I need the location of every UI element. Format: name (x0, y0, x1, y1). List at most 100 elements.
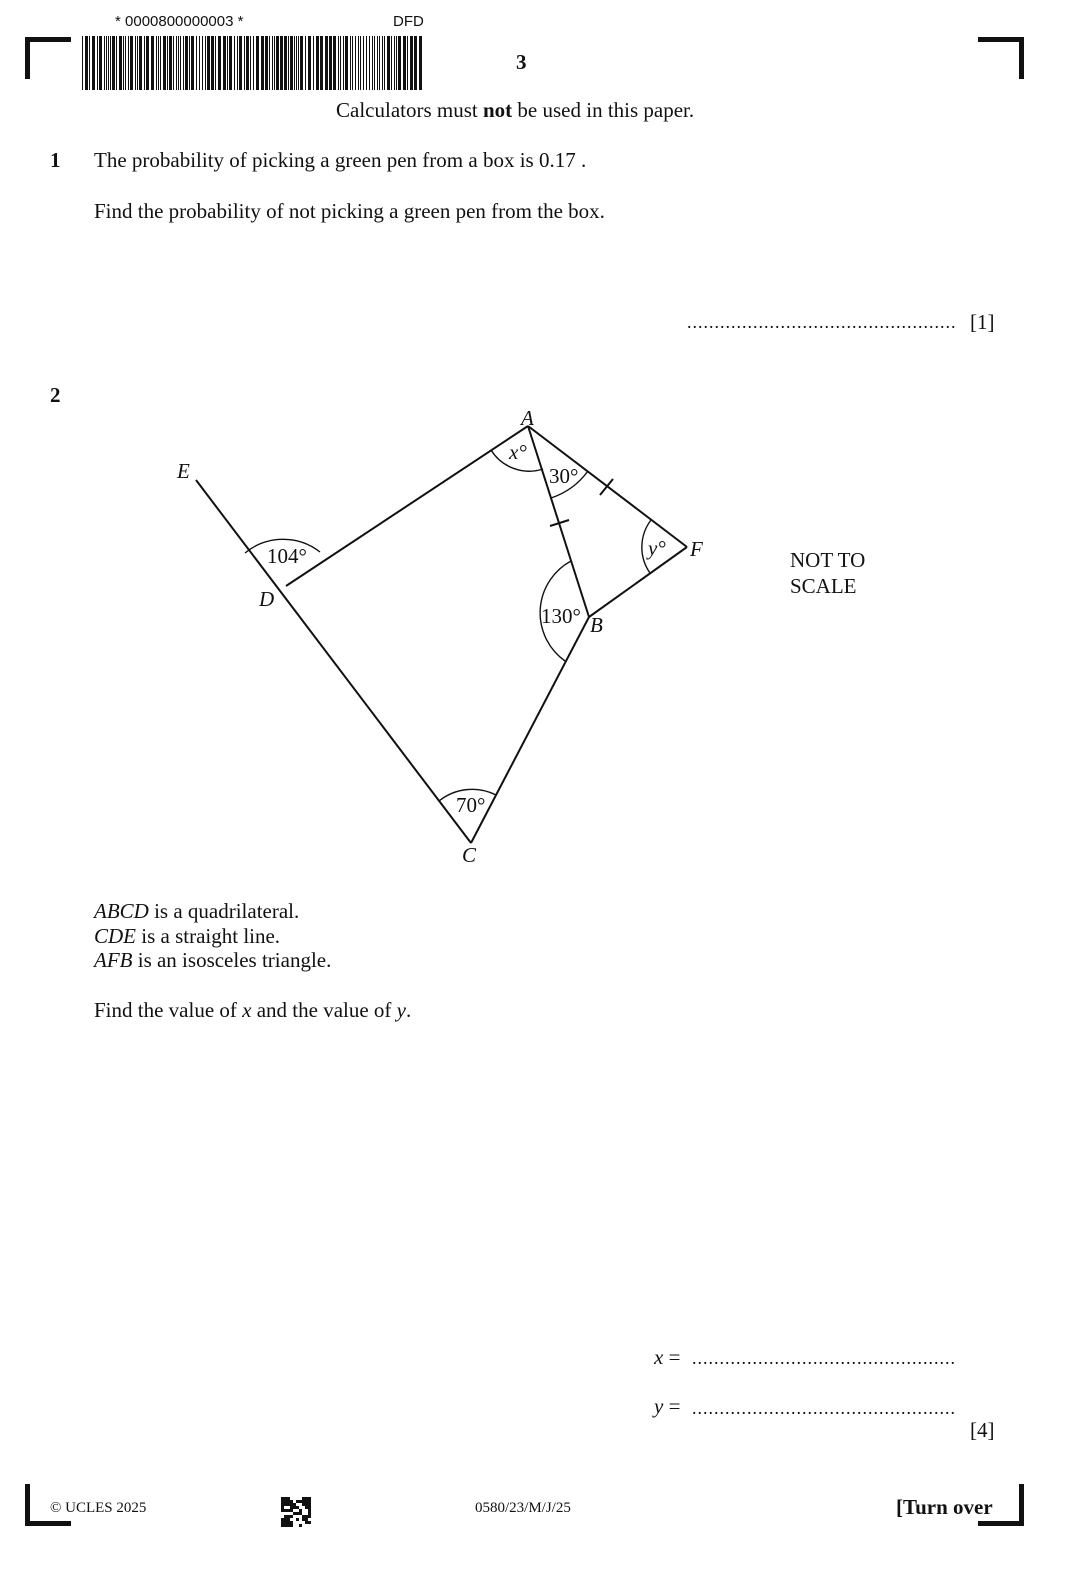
qr-cell (308, 1521, 311, 1524)
qr-cell (290, 1509, 293, 1512)
answer-y-equals: = (663, 1394, 681, 1418)
answer-y-line[interactable]: ........................................… (692, 1398, 956, 1418)
qr-cell (287, 1521, 290, 1524)
barcode-bar (196, 36, 197, 90)
answer-y-var: y (654, 1394, 664, 1418)
line-ab (527, 425, 590, 618)
barcode-bar (343, 36, 344, 90)
barcode-bar (108, 36, 109, 90)
qr-cell (284, 1497, 287, 1500)
copyright: © UCLES 2025 (50, 1500, 147, 1516)
qr-cell (290, 1506, 293, 1509)
barcode-bar (274, 36, 275, 90)
barcode-bar (338, 36, 339, 90)
qr-cell (308, 1506, 311, 1509)
barcode-bar (387, 36, 390, 90)
fact-1-name: ABCD (94, 899, 149, 923)
barcode-bar (92, 36, 95, 90)
label-angle-104: 104° (267, 544, 307, 568)
arc-angle-30 (550, 470, 589, 499)
arc-angle-130 (539, 560, 572, 662)
qr-cell (281, 1503, 284, 1506)
crop-mark-top-right-v (1019, 37, 1024, 79)
qr-cell (305, 1497, 308, 1500)
barcode-bar (167, 36, 168, 90)
barcode-bar (246, 36, 249, 90)
barcode-bar (280, 36, 283, 90)
qr-cell (302, 1518, 305, 1521)
answer-x-equals: = (663, 1345, 681, 1369)
barcode-bar (123, 36, 124, 90)
label-point-a: A (519, 406, 534, 430)
barcode-bar (227, 36, 228, 90)
qr-cell (287, 1503, 290, 1506)
barcode-bar (176, 36, 177, 90)
not-to-scale-line1: NOT TO (790, 548, 866, 572)
arc-angle-70 (438, 788, 497, 802)
barcode-bar (211, 36, 214, 90)
arc-angle-x (490, 449, 544, 472)
qr-cell (281, 1500, 284, 1503)
barcode-bar (384, 36, 385, 90)
label-point-e: E (176, 459, 190, 483)
fact-3-text: is an isosceles triangle. (132, 948, 332, 972)
qr-cell (281, 1518, 284, 1521)
barcode-bar (199, 36, 200, 90)
crop-mark-bottom-left-h (25, 1521, 71, 1526)
qr-cell (308, 1509, 311, 1512)
barcode-bar (352, 36, 353, 90)
tick-af (599, 478, 614, 496)
answer-x-line[interactable]: ........................................… (692, 1348, 956, 1368)
line-ce (195, 479, 472, 844)
not-to-scale-line2: SCALE (790, 574, 857, 598)
qr-cell (284, 1500, 287, 1503)
label-angle-x: x° (508, 440, 527, 464)
qr-cell (281, 1509, 284, 1512)
barcode-bar (396, 36, 397, 90)
answer-x-var: x (654, 1345, 664, 1369)
barcode-bar (239, 36, 242, 90)
label-point-f: F (689, 537, 703, 561)
qr-cell (293, 1503, 296, 1506)
barcode-bar (298, 36, 299, 90)
arc-angle-104 (244, 538, 321, 554)
barcode-bar (116, 36, 117, 90)
barcode-bar (391, 36, 392, 90)
calculator-instruction: Calculators must not be used in this pap… (336, 98, 694, 123)
label-angle-130: 130° (541, 604, 581, 628)
barcode-bar (151, 36, 154, 90)
barcode-bar (276, 36, 279, 90)
task-y: y (396, 998, 406, 1022)
candidate-code: * 0000800000003 * (115, 13, 244, 30)
barcode-bar (340, 36, 341, 90)
crop-mark-bottom-right-h (978, 1521, 1024, 1526)
q2-number: 2 (50, 383, 61, 407)
task-suffix: . (406, 998, 412, 1022)
barcode-bar (137, 36, 138, 90)
task-x: x (242, 998, 252, 1022)
qr-cell (287, 1518, 290, 1521)
barcode-bar (185, 36, 188, 90)
barcode-bar (173, 36, 174, 90)
q2-task: Find the value of x and the value of y. (94, 998, 411, 1023)
q2-fact-3: AFB is an isosceles triangle. (94, 948, 331, 973)
qr-cell (305, 1515, 308, 1518)
q1-answer-line[interactable]: ........................................… (687, 312, 955, 332)
qr-cell (302, 1503, 305, 1506)
paper-code: 0580/23/M/J/25 (475, 1500, 571, 1516)
barcode-bar (82, 36, 83, 90)
barcode-bar (135, 36, 136, 90)
qr-cell (305, 1500, 308, 1503)
qr-cell (281, 1524, 284, 1527)
barcode-bar (316, 36, 319, 90)
qr-cell (293, 1512, 296, 1515)
qr-cell (302, 1497, 305, 1500)
barcode-bar (205, 36, 206, 90)
barcode-bar (112, 36, 115, 90)
barcode-bar (325, 36, 328, 90)
qr-cell (296, 1500, 299, 1503)
barcode-bar (358, 36, 359, 90)
turn-over[interactable]: [Turn over (896, 1495, 993, 1519)
qr-cell (281, 1506, 284, 1509)
label-point-c: C (462, 843, 477, 867)
